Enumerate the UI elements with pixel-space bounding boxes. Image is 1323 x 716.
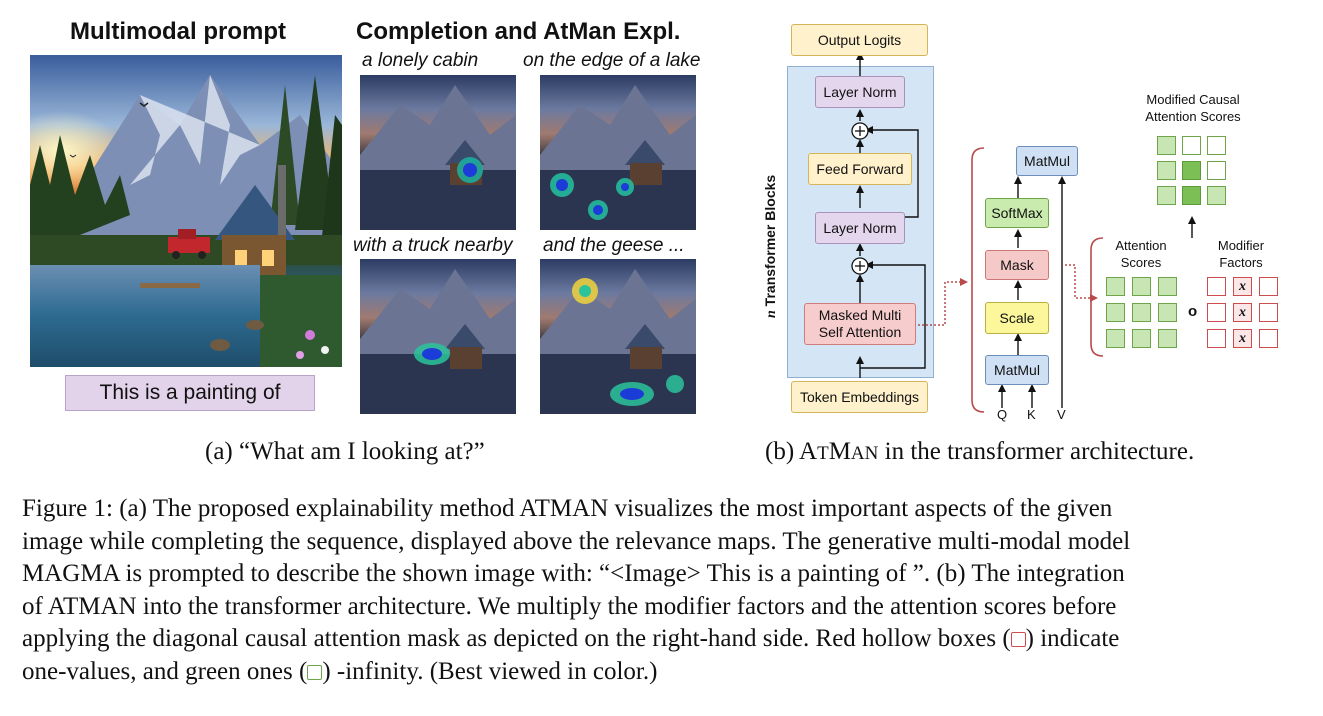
n-symbol: n xyxy=(764,310,779,318)
scale-block: Scale xyxy=(985,302,1049,334)
token-embeddings-block: Token Embeddings xyxy=(791,381,928,413)
multimodal-prompt-title: Multimodal prompt xyxy=(70,18,286,45)
input-k: K xyxy=(1027,407,1036,422)
caption-line-2: image while completing the sequence, dis… xyxy=(22,527,1131,555)
relevance-map-geese xyxy=(540,259,696,414)
thumb-caption-1: a lonely cabin xyxy=(362,50,479,71)
input-v: V xyxy=(1057,407,1066,422)
modified-scores-label: Modified Causal Attention Scores xyxy=(1145,92,1241,124)
masked-attention-block: Masked Multi Self Attention xyxy=(804,303,916,345)
feed-forward-block: Feed Forward xyxy=(808,153,912,185)
matmul-bottom-block: MatMul xyxy=(985,355,1049,385)
matmul-top-block: MatMul xyxy=(1016,146,1078,176)
mask-block: Mask xyxy=(985,250,1049,280)
attention-scores-label: Attention Scores xyxy=(1115,238,1167,270)
transformer-blocks-text: Transformer Blocks xyxy=(762,174,778,307)
input-q: Q xyxy=(997,407,1008,422)
layer-norm-top-block: Layer Norm xyxy=(815,76,905,108)
relevance-map-lake xyxy=(540,75,696,230)
hadamard-operator: o xyxy=(1188,303,1198,320)
relevance-map-cabin xyxy=(360,75,516,230)
prompt-box: This is a painting of xyxy=(65,375,315,411)
caption-line-1: Figure 1: (a) The proposed explainabilit… xyxy=(22,495,1113,522)
green-box-icon xyxy=(307,664,323,680)
thumb-caption-3: with a truck nearby xyxy=(353,235,513,256)
thumb-caption-4: and the geese ... xyxy=(543,235,685,256)
layer-norm-bottom-block: Layer Norm xyxy=(815,212,905,244)
modifier-x-3: x xyxy=(1233,329,1252,348)
completion-title: Completion and AtMan Expl. xyxy=(356,18,681,45)
output-logits-block: Output Logits xyxy=(791,24,928,56)
caption-line-3: MAGMA is prompted to describe the shown … xyxy=(22,560,1125,587)
painting-image xyxy=(30,55,342,367)
modifier-x-2: x xyxy=(1233,303,1252,322)
figure-caption: Figure 1: (a) The proposed explainabilit… xyxy=(22,493,1312,688)
modifier-x-1: x xyxy=(1233,277,1252,296)
modifier-factors-label: Modifier Factors xyxy=(1217,238,1265,270)
caption-line-5: applying the diagonal causal attention m… xyxy=(22,625,1120,652)
subcaption-b: (b) ATMAN in the transformer architectur… xyxy=(765,438,1195,465)
prompt-text: This is a painting of xyxy=(99,381,281,404)
caption-line-4: of ATMAN into the transformer architectu… xyxy=(22,592,1117,620)
transformer-blocks-label: n Transformer Blocks xyxy=(762,175,780,318)
caption-line-6: one-values, and green ones () -infinity.… xyxy=(22,657,658,685)
subcaption-a: (a) “What am I looking at?” xyxy=(205,438,485,465)
softmax-block: SoftMax xyxy=(985,198,1049,228)
thumb-caption-2: on the edge of a lake xyxy=(523,50,701,71)
red-box-icon xyxy=(1010,632,1026,647)
architecture-connectors xyxy=(851,52,1196,413)
relevance-map-truck xyxy=(360,259,516,414)
